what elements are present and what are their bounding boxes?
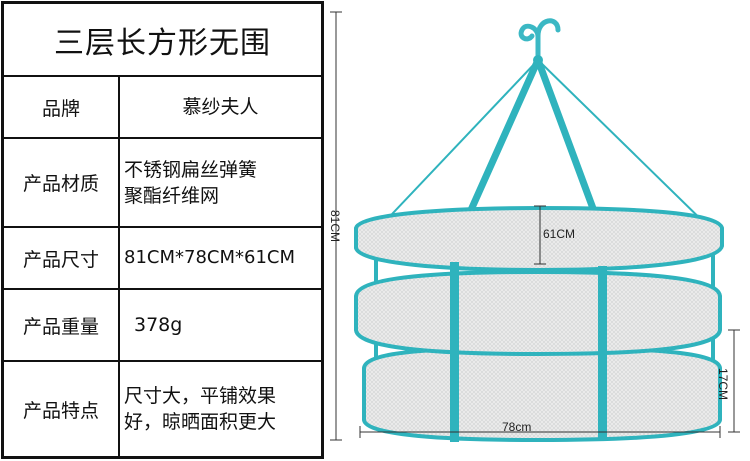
front-straps	[450, 262, 607, 442]
spec-value-features-line-1: 尺寸大，平铺效果	[124, 385, 277, 407]
spec-value-brand-text: 慕纱夫人	[182, 96, 259, 118]
spec-value-features-line-2: 好，晾晒面积更大	[124, 411, 277, 433]
bottom-height-dimension-label: 17CM	[716, 368, 730, 401]
spec-row-material: 产品材质 不锈钢扁丝弹簧 聚酯纤维网	[4, 139, 321, 228]
spec-label-material: 产品材质	[4, 139, 120, 226]
length-dimension-line	[359, 426, 721, 438]
mesh-tier-middle	[354, 269, 722, 357]
spec-label-weight: 产品重量	[4, 290, 120, 360]
spec-row-size: 产品尺寸 81CM*78CM*61CM	[4, 228, 321, 290]
spec-value-size: 81CM*78CM*61CM	[120, 228, 321, 288]
length-dimension-label: 78cm	[502, 420, 532, 434]
spec-row-brand: 品牌 慕纱夫人	[4, 77, 321, 139]
spec-value-brand: 慕纱夫人	[120, 77, 321, 137]
drying-rack-illustration	[330, 11, 740, 443]
spec-label-features: 产品特点	[4, 362, 120, 456]
mesh-tier-top	[354, 205, 724, 273]
height-dimension-line	[330, 11, 342, 441]
spec-value-weight: 378g	[120, 290, 321, 360]
tier-gap-dimension-label: 61CM	[543, 227, 576, 241]
product-title: 三层长方形无围	[4, 4, 321, 77]
spec-value-material: 不锈钢扁丝弹簧 聚酯纤维网	[120, 139, 321, 226]
spec-value-size-text: 81CM*78CM*61CM	[124, 247, 296, 268]
mesh-tier-bottom	[362, 345, 722, 443]
spec-table: 三层长方形无围 品牌 慕纱夫人 产品材质 不锈钢扁丝弹簧 聚酯纤维网 产品尺寸 …	[1, 1, 324, 459]
spec-row-weight: 产品重量 378g	[4, 290, 321, 362]
spec-label-brand: 品牌	[4, 77, 120, 137]
tier-gap-dimension-line	[534, 205, 546, 265]
spec-label-size: 产品尺寸	[4, 228, 120, 288]
spec-row-features: 产品特点 尺寸大，平铺效果 好，晾晒面积更大	[4, 362, 321, 456]
spec-value-features: 尺寸大，平铺效果 好，晾晒面积更大	[120, 362, 321, 456]
spec-value-weight-text: 378g	[134, 314, 183, 336]
product-photo: 81CM 61CM 78cm 17CM	[326, 0, 750, 461]
spec-value-material-line-2: 聚酯纤维网	[124, 184, 220, 207]
bottom-height-dimension-line	[728, 329, 740, 433]
spec-value-material-line-1: 不锈钢扁丝弹簧	[124, 158, 258, 181]
height-dimension-label: 81CM	[328, 210, 342, 243]
